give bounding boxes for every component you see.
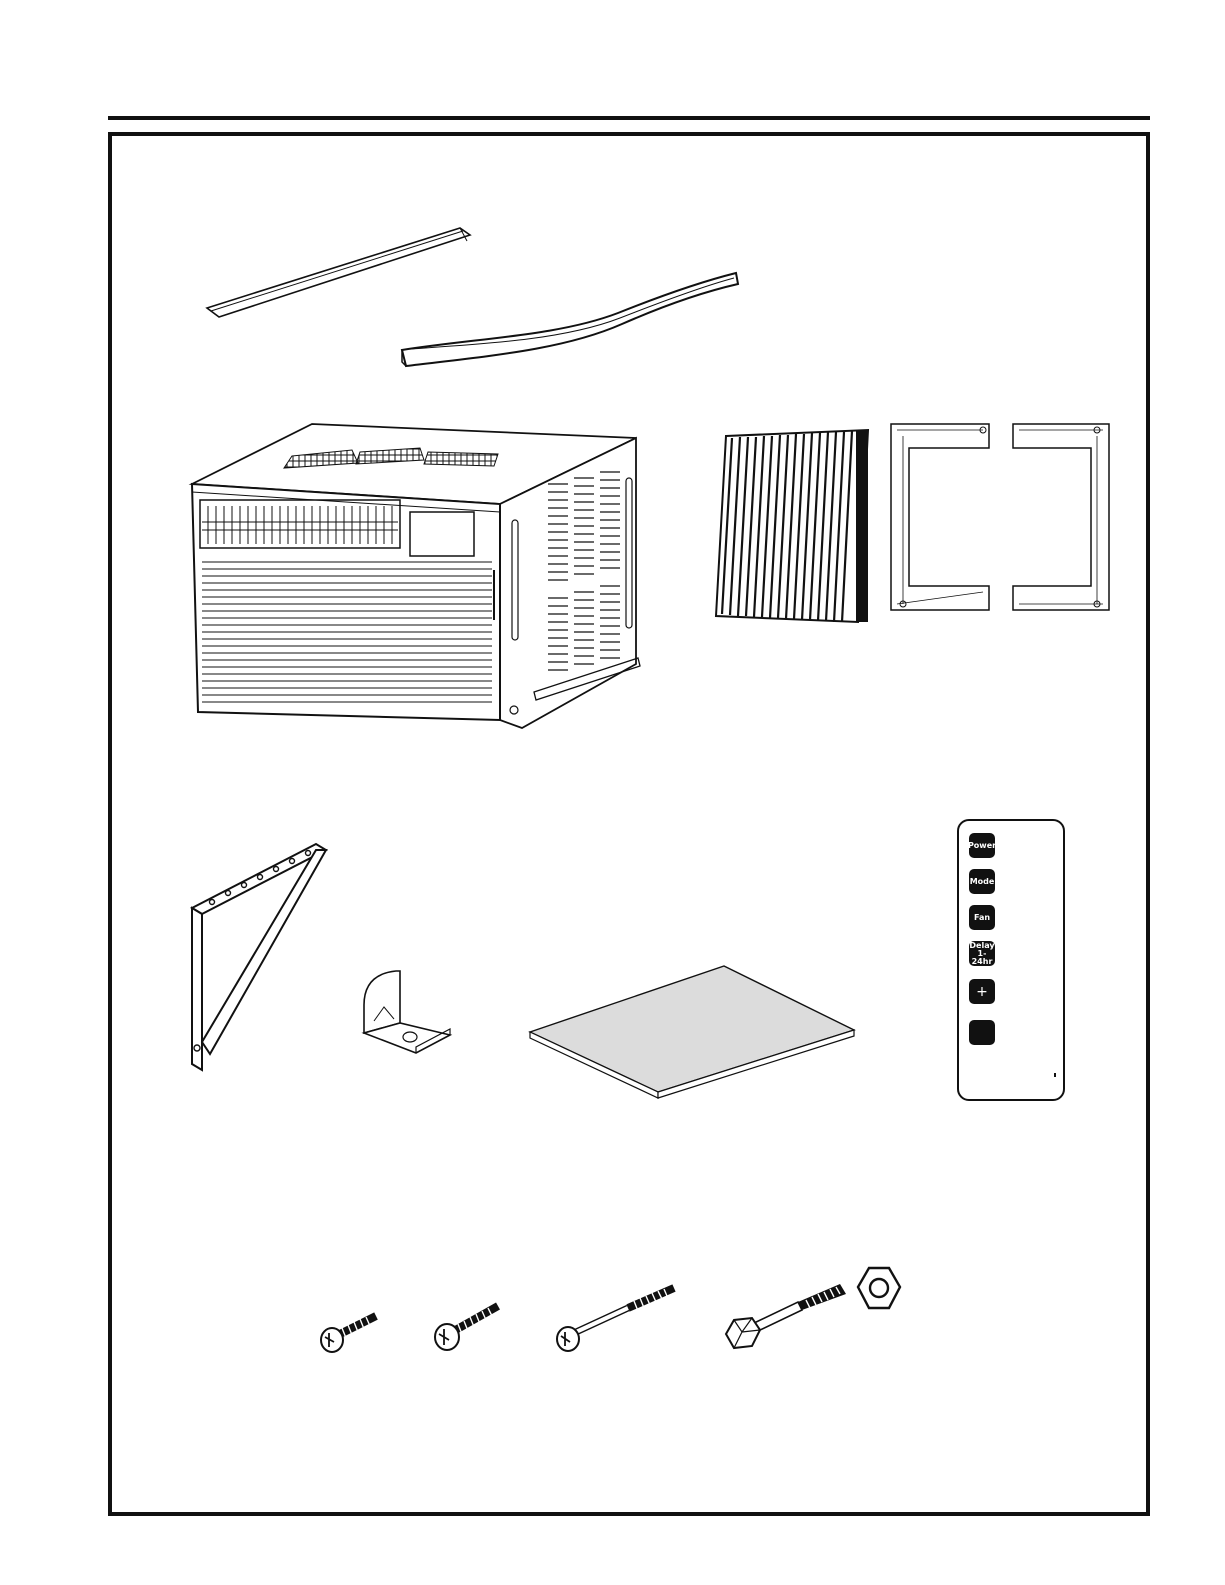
remote-delay-button[interactable]: Delay 1-24hr [969,941,995,966]
angle-bracket [360,965,455,1057]
top-rule [108,116,1150,120]
window-side-frames [885,420,1115,620]
remote-plus-button[interactable]: + [969,979,995,1004]
hex-nut [855,1265,903,1313]
remote-mode-button[interactable]: Mode [969,869,995,894]
accordion-curtain [712,430,872,625]
air-conditioner-unit [188,308,658,740]
remote-blank-button[interactable] [969,1020,995,1045]
remote-fan-button[interactable]: Fan [969,905,995,930]
remote-indicator-mark [1054,1073,1056,1077]
foam-pad [528,962,858,1100]
remote-control: Power Mode Fan Delay 1-24hr + [957,819,1065,1101]
long-screw [552,1284,680,1358]
support-bracket [188,842,334,1074]
hex-bolt [722,1284,852,1364]
short-screw-2 [430,1302,504,1356]
short-screw-1 [316,1312,382,1358]
remote-power-button[interactable]: Power [969,833,995,858]
